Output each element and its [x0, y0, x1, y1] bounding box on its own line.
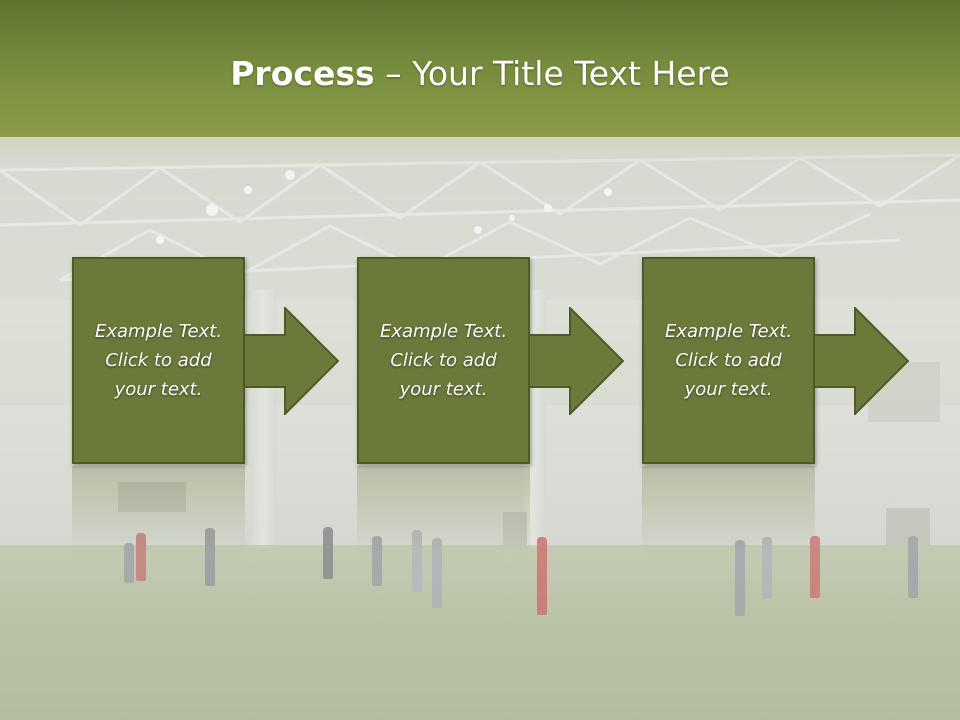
- step-text-line: your text.: [399, 379, 488, 400]
- step-text: Example Text. Click to add your text.: [654, 317, 804, 404]
- step-text-line: your text.: [114, 379, 203, 400]
- step-text: Example Text. Click to add your text.: [84, 317, 234, 404]
- process-step-2[interactable]: Example Text. Click to add your text.: [357, 257, 530, 464]
- step-reflection: [642, 466, 815, 556]
- step-text-line: your text.: [684, 379, 773, 400]
- step-text-line: Example Text.: [94, 321, 223, 342]
- right-arrow-icon: [813, 307, 909, 415]
- right-arrow-icon: [243, 307, 339, 415]
- step-text: Example Text. Click to add your text.: [369, 317, 519, 404]
- step-text-line: Click to add: [390, 350, 497, 371]
- slide-title-bold: Process: [230, 54, 375, 93]
- title-bar-fade: [0, 137, 960, 167]
- title-bar: [0, 0, 960, 137]
- step-text-line: Example Text.: [664, 321, 793, 342]
- step-reflection: [72, 466, 245, 556]
- slide-title[interactable]: Process – Your Title Text Here: [0, 52, 960, 96]
- process-step-3[interactable]: Example Text. Click to add your text.: [642, 257, 815, 464]
- step-reflection: [357, 466, 530, 556]
- step-text-line: Click to add: [675, 350, 782, 371]
- process-step-1[interactable]: Example Text. Click to add your text.: [72, 257, 245, 464]
- step-text-line: Example Text.: [379, 321, 508, 342]
- step-text-line: Click to add: [105, 350, 212, 371]
- right-arrow-icon: [528, 307, 624, 415]
- slide-title-rest: – Your Title Text Here: [374, 54, 730, 93]
